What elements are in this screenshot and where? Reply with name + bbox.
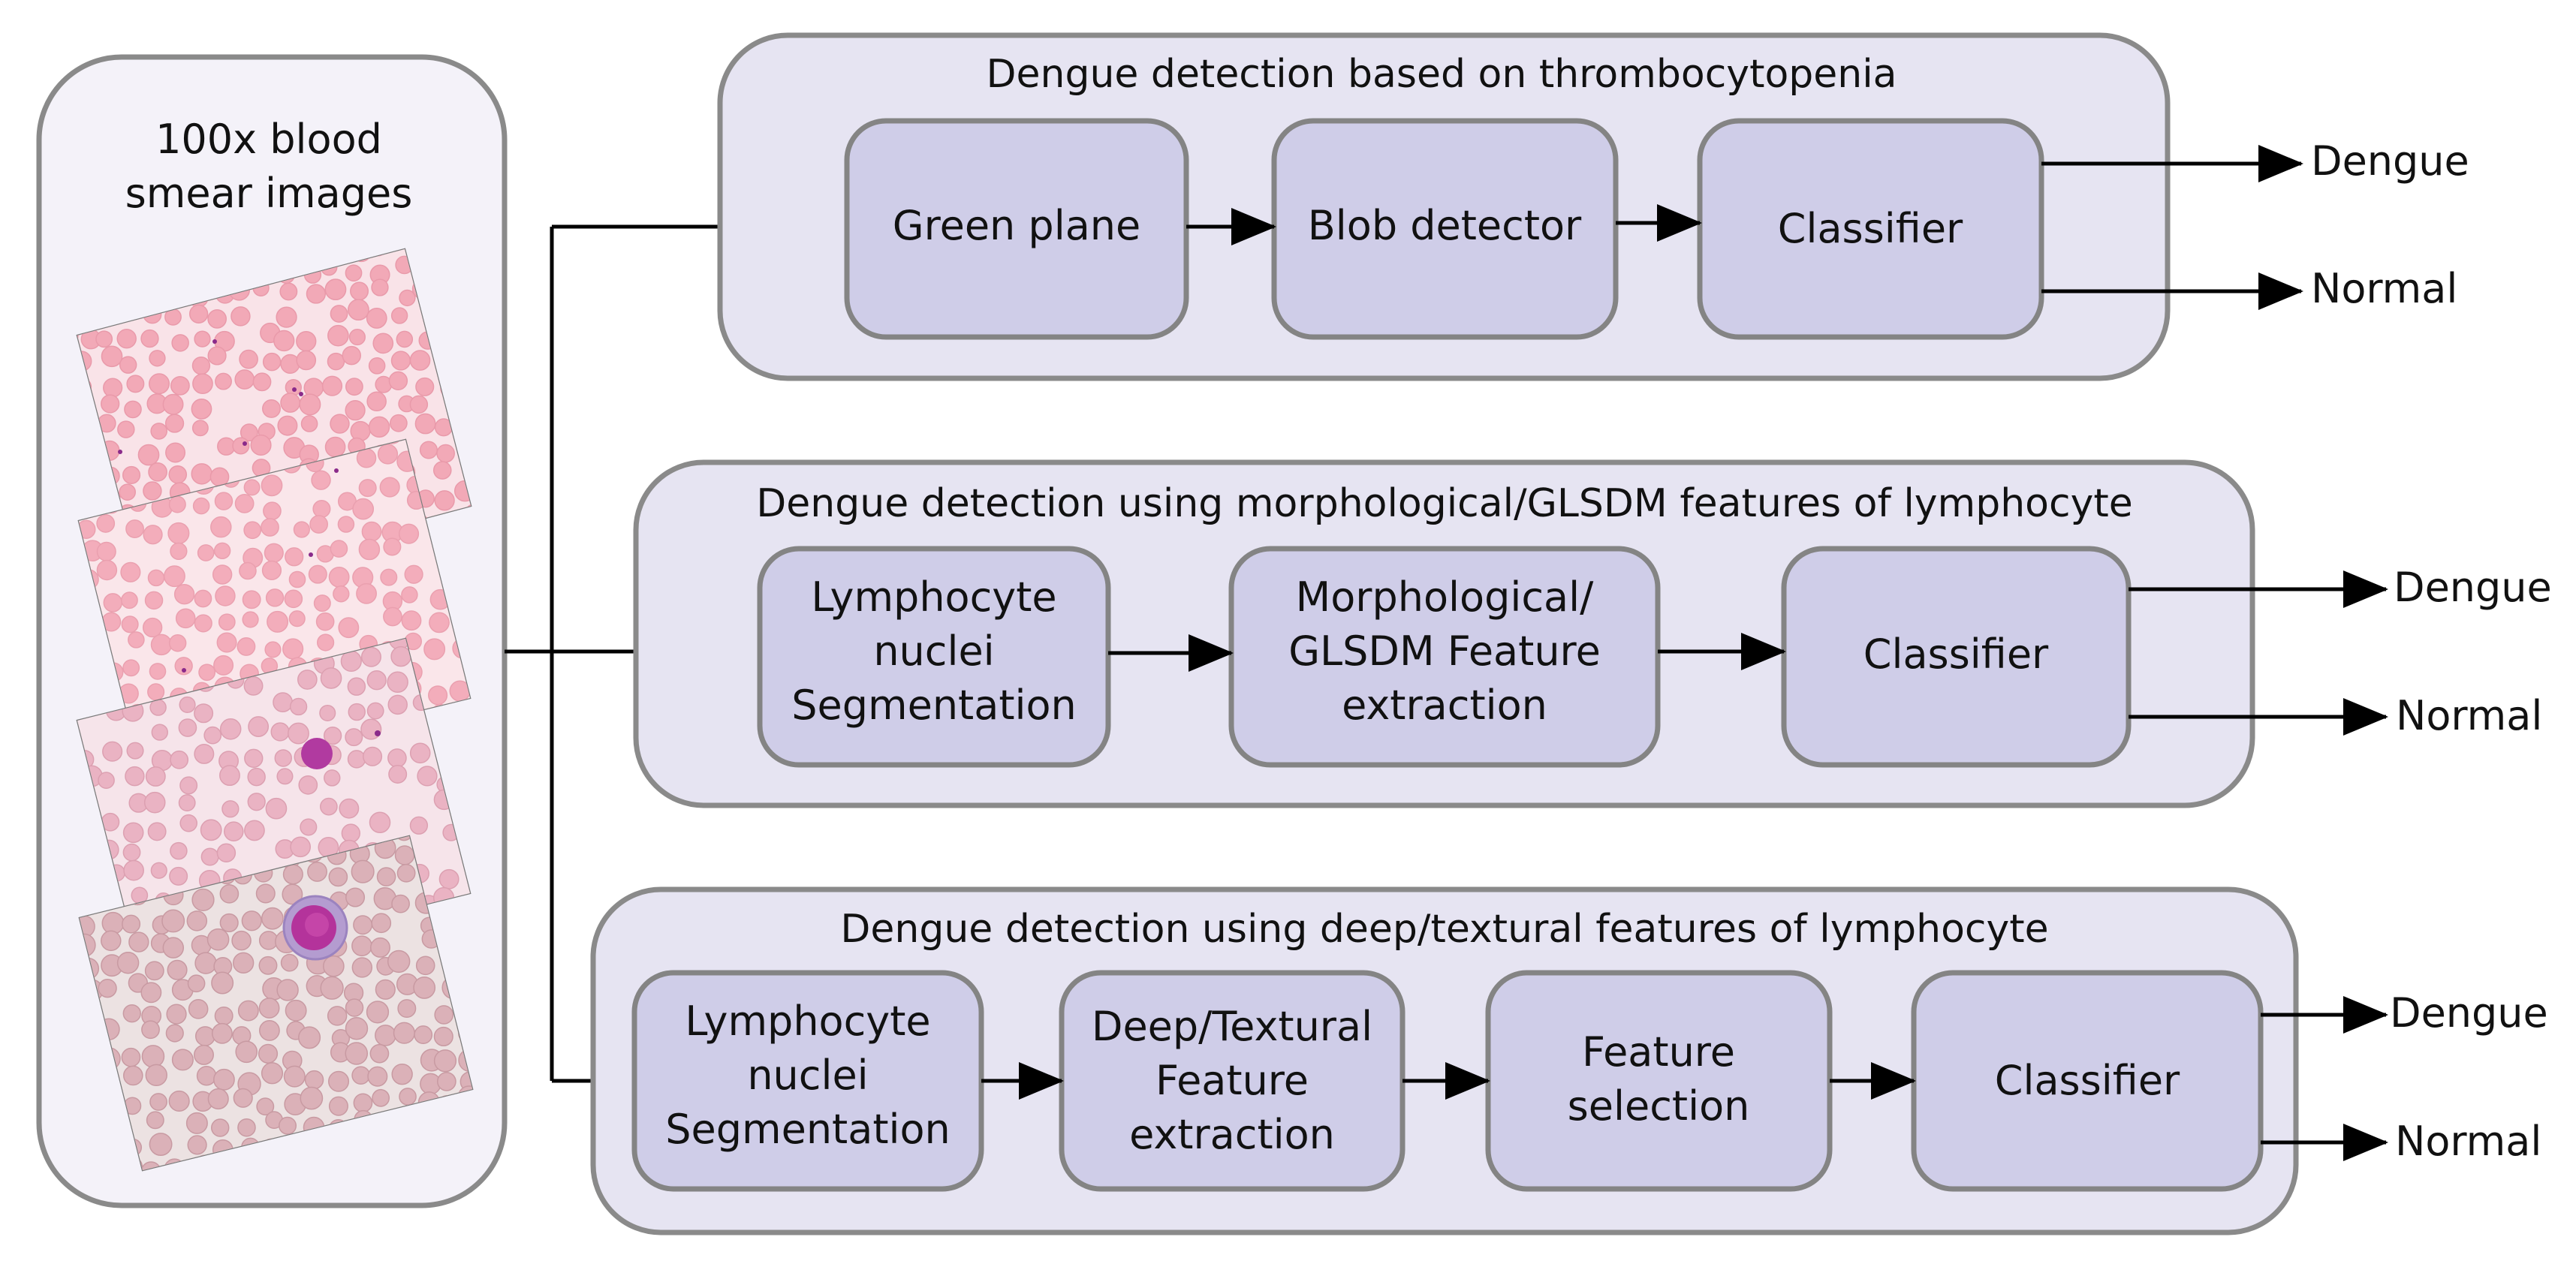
step-label: Green plane <box>893 202 1141 249</box>
step-label: Segmentation <box>791 682 1077 729</box>
step-label: Classifier <box>1863 630 2049 678</box>
output-normal: Normal <box>2395 1118 2541 1165</box>
source-title-line-1: 100x blood <box>155 116 382 163</box>
step-label: Deep/Textural <box>1092 1003 1372 1050</box>
pipeline-deep-textural: Dengue detection using deep/textural fea… <box>590 886 2548 1235</box>
step-label: Morphological/ <box>1296 573 1594 621</box>
output-dengue: Dengue <box>2390 989 2548 1037</box>
source-title-line-2: smear images <box>125 170 413 217</box>
step-label: nuclei <box>747 1052 868 1099</box>
step-label: Classifier <box>1778 205 1963 252</box>
output-normal: Normal <box>2311 265 2457 312</box>
step-label: Feature <box>1155 1057 1309 1104</box>
step-feature-selection <box>1485 970 1833 1192</box>
step-label: Lymphocyte <box>685 998 930 1045</box>
output-dengue: Dengue <box>2311 137 2469 185</box>
pipeline-morphological-glsdm: Dengue detection using morphological/GLS… <box>633 459 2552 808</box>
step-label: Segmentation <box>665 1106 951 1153</box>
step-label: Lymphocyte <box>811 573 1056 621</box>
pipeline-title: Dengue detection using deep/textural fea… <box>840 907 2048 952</box>
output-normal: Normal <box>2396 692 2542 739</box>
step-label: extraction <box>1342 682 1547 729</box>
step-label: extraction <box>1129 1111 1335 1158</box>
output-dengue: Dengue <box>2394 564 2552 611</box>
step-label: Blob detector <box>1308 202 1582 249</box>
pipeline-panel <box>590 886 2299 1235</box>
step-label: Feature <box>1582 1028 1735 1076</box>
step-label: Classifier <box>1995 1057 2180 1104</box>
step-label: GLSDM Feature <box>1288 627 1601 675</box>
step-green-plane <box>844 118 1189 340</box>
step-label: selection <box>1568 1082 1750 1130</box>
pipeline-title: Dengue detection based on thrombocytopen… <box>986 52 1897 97</box>
pipeline-thrombocytopenia: Dengue detection based on thrombocytopen… <box>717 32 2469 381</box>
step-label: nuclei <box>873 627 994 675</box>
step-lymphocyte-segmentation <box>757 546 1111 768</box>
pipeline-title: Dengue detection using morphological/GLS… <box>756 481 2132 526</box>
